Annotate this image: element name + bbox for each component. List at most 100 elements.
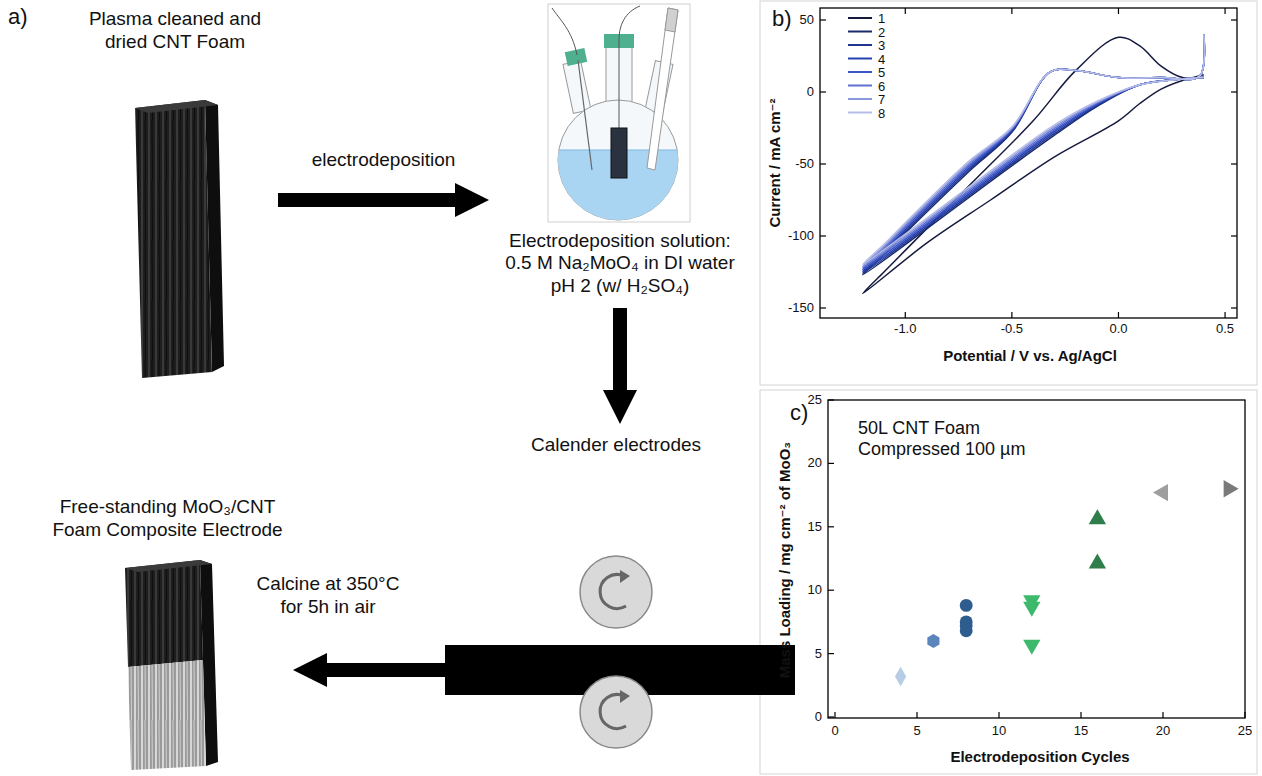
- cv-curve: [863, 34, 1205, 264]
- data-point: [1089, 554, 1106, 569]
- plot-frame: [820, 8, 1237, 318]
- axis-tick: [820, 307, 826, 308]
- arrow-label: Calcine at 350°C for 5h in air: [240, 572, 416, 620]
- data-point: [927, 634, 939, 648]
- legend-sample: [848, 98, 872, 100]
- axis-tick: [1011, 8, 1012, 14]
- data-point: [1153, 484, 1168, 501]
- tick-label: 0: [831, 724, 838, 739]
- process-arrow: [613, 308, 627, 390]
- panel-label: 50L CNT Foam Compressed 100 µm: [858, 418, 1038, 459]
- process-step: Plasma cleaned and dried CNT Foam: [80, 6, 270, 376]
- tick-label: 0: [815, 710, 822, 725]
- axis-tick: [820, 235, 826, 236]
- roller: [580, 556, 652, 628]
- tick-label: 5: [913, 724, 920, 739]
- legend-label: 4: [878, 52, 885, 65]
- axis-tick: [1224, 8, 1225, 14]
- panel-label: a): [8, 4, 28, 29]
- legend-sample: [848, 85, 872, 87]
- step-label: Free-standing MoO₃/CNT Foam Composite El…: [52, 496, 283, 542]
- axis-tick: [1231, 307, 1237, 308]
- axis-tick: [1231, 91, 1237, 92]
- foam-face: [135, 100, 212, 378]
- axis-tick: [834, 712, 835, 718]
- legend-sample: [848, 31, 872, 33]
- cv-curve: [863, 34, 1205, 266]
- axis-tick: [1080, 712, 1081, 718]
- axis-tick: [828, 526, 834, 527]
- working-electrode: [611, 128, 627, 178]
- reference-electrode: [647, 8, 678, 170]
- panel-frame: [760, 390, 1257, 774]
- axis-tick: [820, 91, 826, 92]
- wire: [552, 8, 577, 55]
- calender: [445, 556, 795, 748]
- foam-top: [135, 100, 218, 113]
- axis-tick: [828, 653, 834, 654]
- tick-label: -50: [795, 157, 814, 172]
- cv-curve: [863, 34, 1205, 275]
- moo3-part: [128, 660, 206, 770]
- axis-tick: [1224, 312, 1225, 318]
- tick-label: 5: [815, 646, 822, 661]
- tick-label: 25: [1238, 724, 1252, 739]
- axis-title: Potential / V vs. Ag/AgCl: [943, 347, 1117, 364]
- tick-label: 25: [808, 393, 822, 408]
- axis-tick: [1118, 312, 1119, 318]
- tick-label: 15: [1074, 724, 1088, 739]
- wire: [619, 40, 620, 128]
- process-arrow: [278, 193, 455, 207]
- process-step: Calender electrodes: [528, 432, 704, 752]
- tick-label: -1.0: [894, 322, 916, 337]
- panel-label: b): [772, 6, 792, 31]
- tick-label: 0: [807, 85, 814, 100]
- cv-curve: [863, 34, 1205, 271]
- tick-label: -100: [788, 229, 814, 244]
- axis-tick: [828, 590, 834, 591]
- tick-label: 20: [808, 456, 822, 471]
- cv-curve: [863, 37, 1204, 293]
- axis-tick: [905, 312, 906, 318]
- panel-frame: [760, 1, 1257, 385]
- axis-tick: [1244, 712, 1245, 718]
- axis-tick: [1118, 8, 1119, 14]
- axis-tick: [916, 712, 917, 718]
- axis-tick: [1231, 163, 1237, 164]
- cnt-part: [125, 560, 203, 667]
- data-point: [1089, 509, 1106, 524]
- legend-label: 8: [878, 106, 885, 119]
- axis-tick: [828, 716, 834, 717]
- axis-title: Current / mA cm⁻²: [766, 98, 783, 227]
- data-point: [1023, 640, 1040, 655]
- data-point: [960, 599, 973, 612]
- flask-neck: [563, 61, 591, 114]
- electrode-cap: [665, 8, 678, 32]
- cv-curve: [863, 34, 1205, 269]
- tick-label: 20: [1156, 724, 1170, 739]
- tick-label: 50: [800, 13, 814, 28]
- legend-sample: [848, 71, 872, 73]
- electrodeposition-cell: [548, 4, 690, 230]
- axis-tick: [1011, 312, 1012, 318]
- wire: [619, 6, 640, 40]
- cv-curve: [863, 34, 1205, 268]
- legend-label: 2: [878, 25, 885, 38]
- axis-tick: [828, 463, 834, 464]
- composite-electrode: [125, 560, 218, 770]
- legend-label: 1: [878, 12, 885, 25]
- axis-tick: [1162, 712, 1163, 718]
- process-step: Electrodeposition solution: 0.5 M Na₂MoO…: [497, 4, 743, 300]
- legend-sample: [848, 17, 872, 19]
- data-point: [960, 624, 973, 637]
- axis-tick: [828, 399, 834, 400]
- legend-label: 5: [878, 66, 885, 79]
- plot-frame: [828, 400, 1245, 718]
- electrode-top: [125, 560, 212, 572]
- data-point: [1224, 480, 1239, 497]
- step-label: Calender electrodes: [531, 434, 701, 457]
- tick-label: 15: [808, 519, 822, 534]
- rotation-arrowhead: [620, 690, 630, 703]
